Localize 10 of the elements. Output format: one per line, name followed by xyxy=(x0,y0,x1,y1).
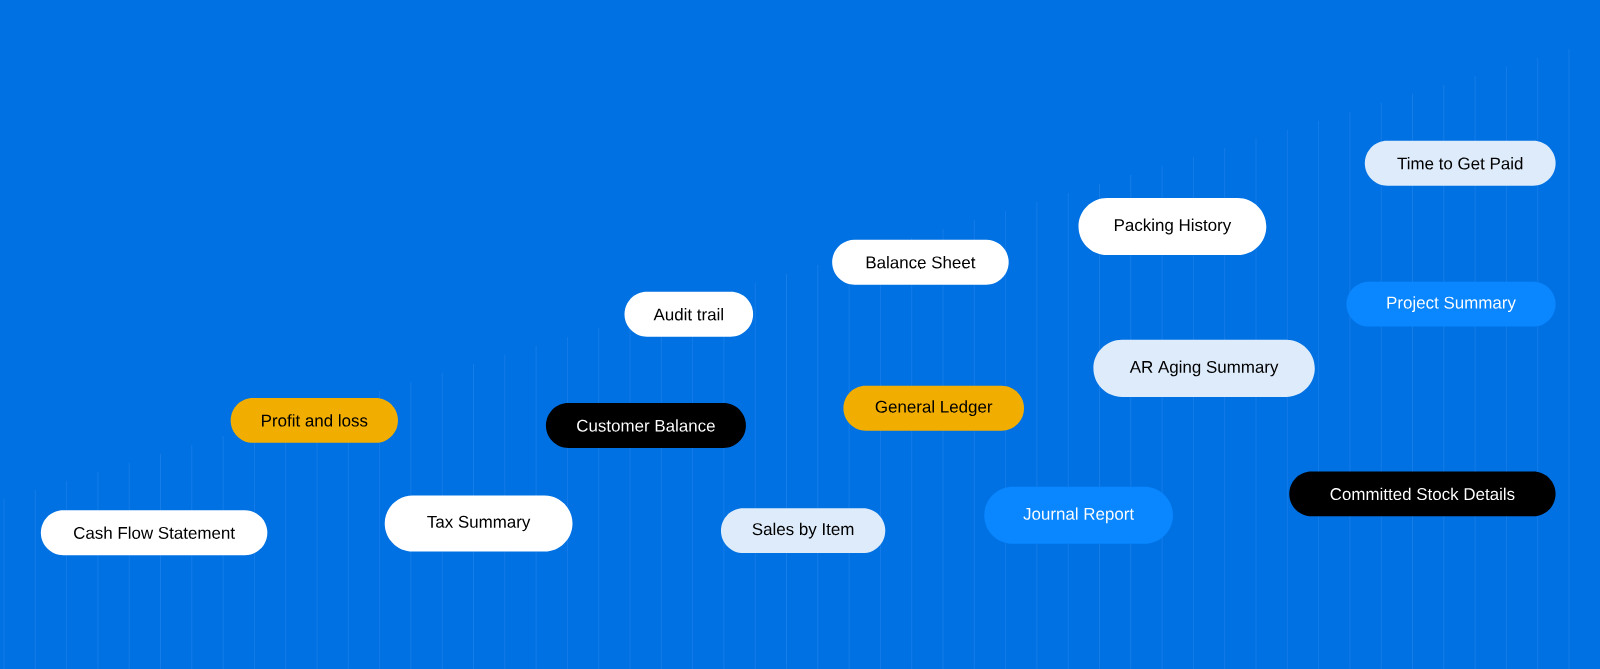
report-pill: Customer Balance xyxy=(545,403,746,448)
report-pill: AR Aging Summary xyxy=(1093,339,1315,397)
report-pill: Tax Summary xyxy=(384,495,573,552)
report-pill: Balance Sheet xyxy=(832,239,1009,285)
report-pill: Committed Stock Details xyxy=(1289,471,1556,517)
report-pill: Packing History xyxy=(1078,197,1267,256)
report-pill: Cash Flow Statement xyxy=(40,510,268,556)
report-pill: Time to Get Paid xyxy=(1364,140,1556,186)
report-pill: Project Summary xyxy=(1346,281,1556,327)
report-pill: Sales by Item xyxy=(720,508,886,554)
